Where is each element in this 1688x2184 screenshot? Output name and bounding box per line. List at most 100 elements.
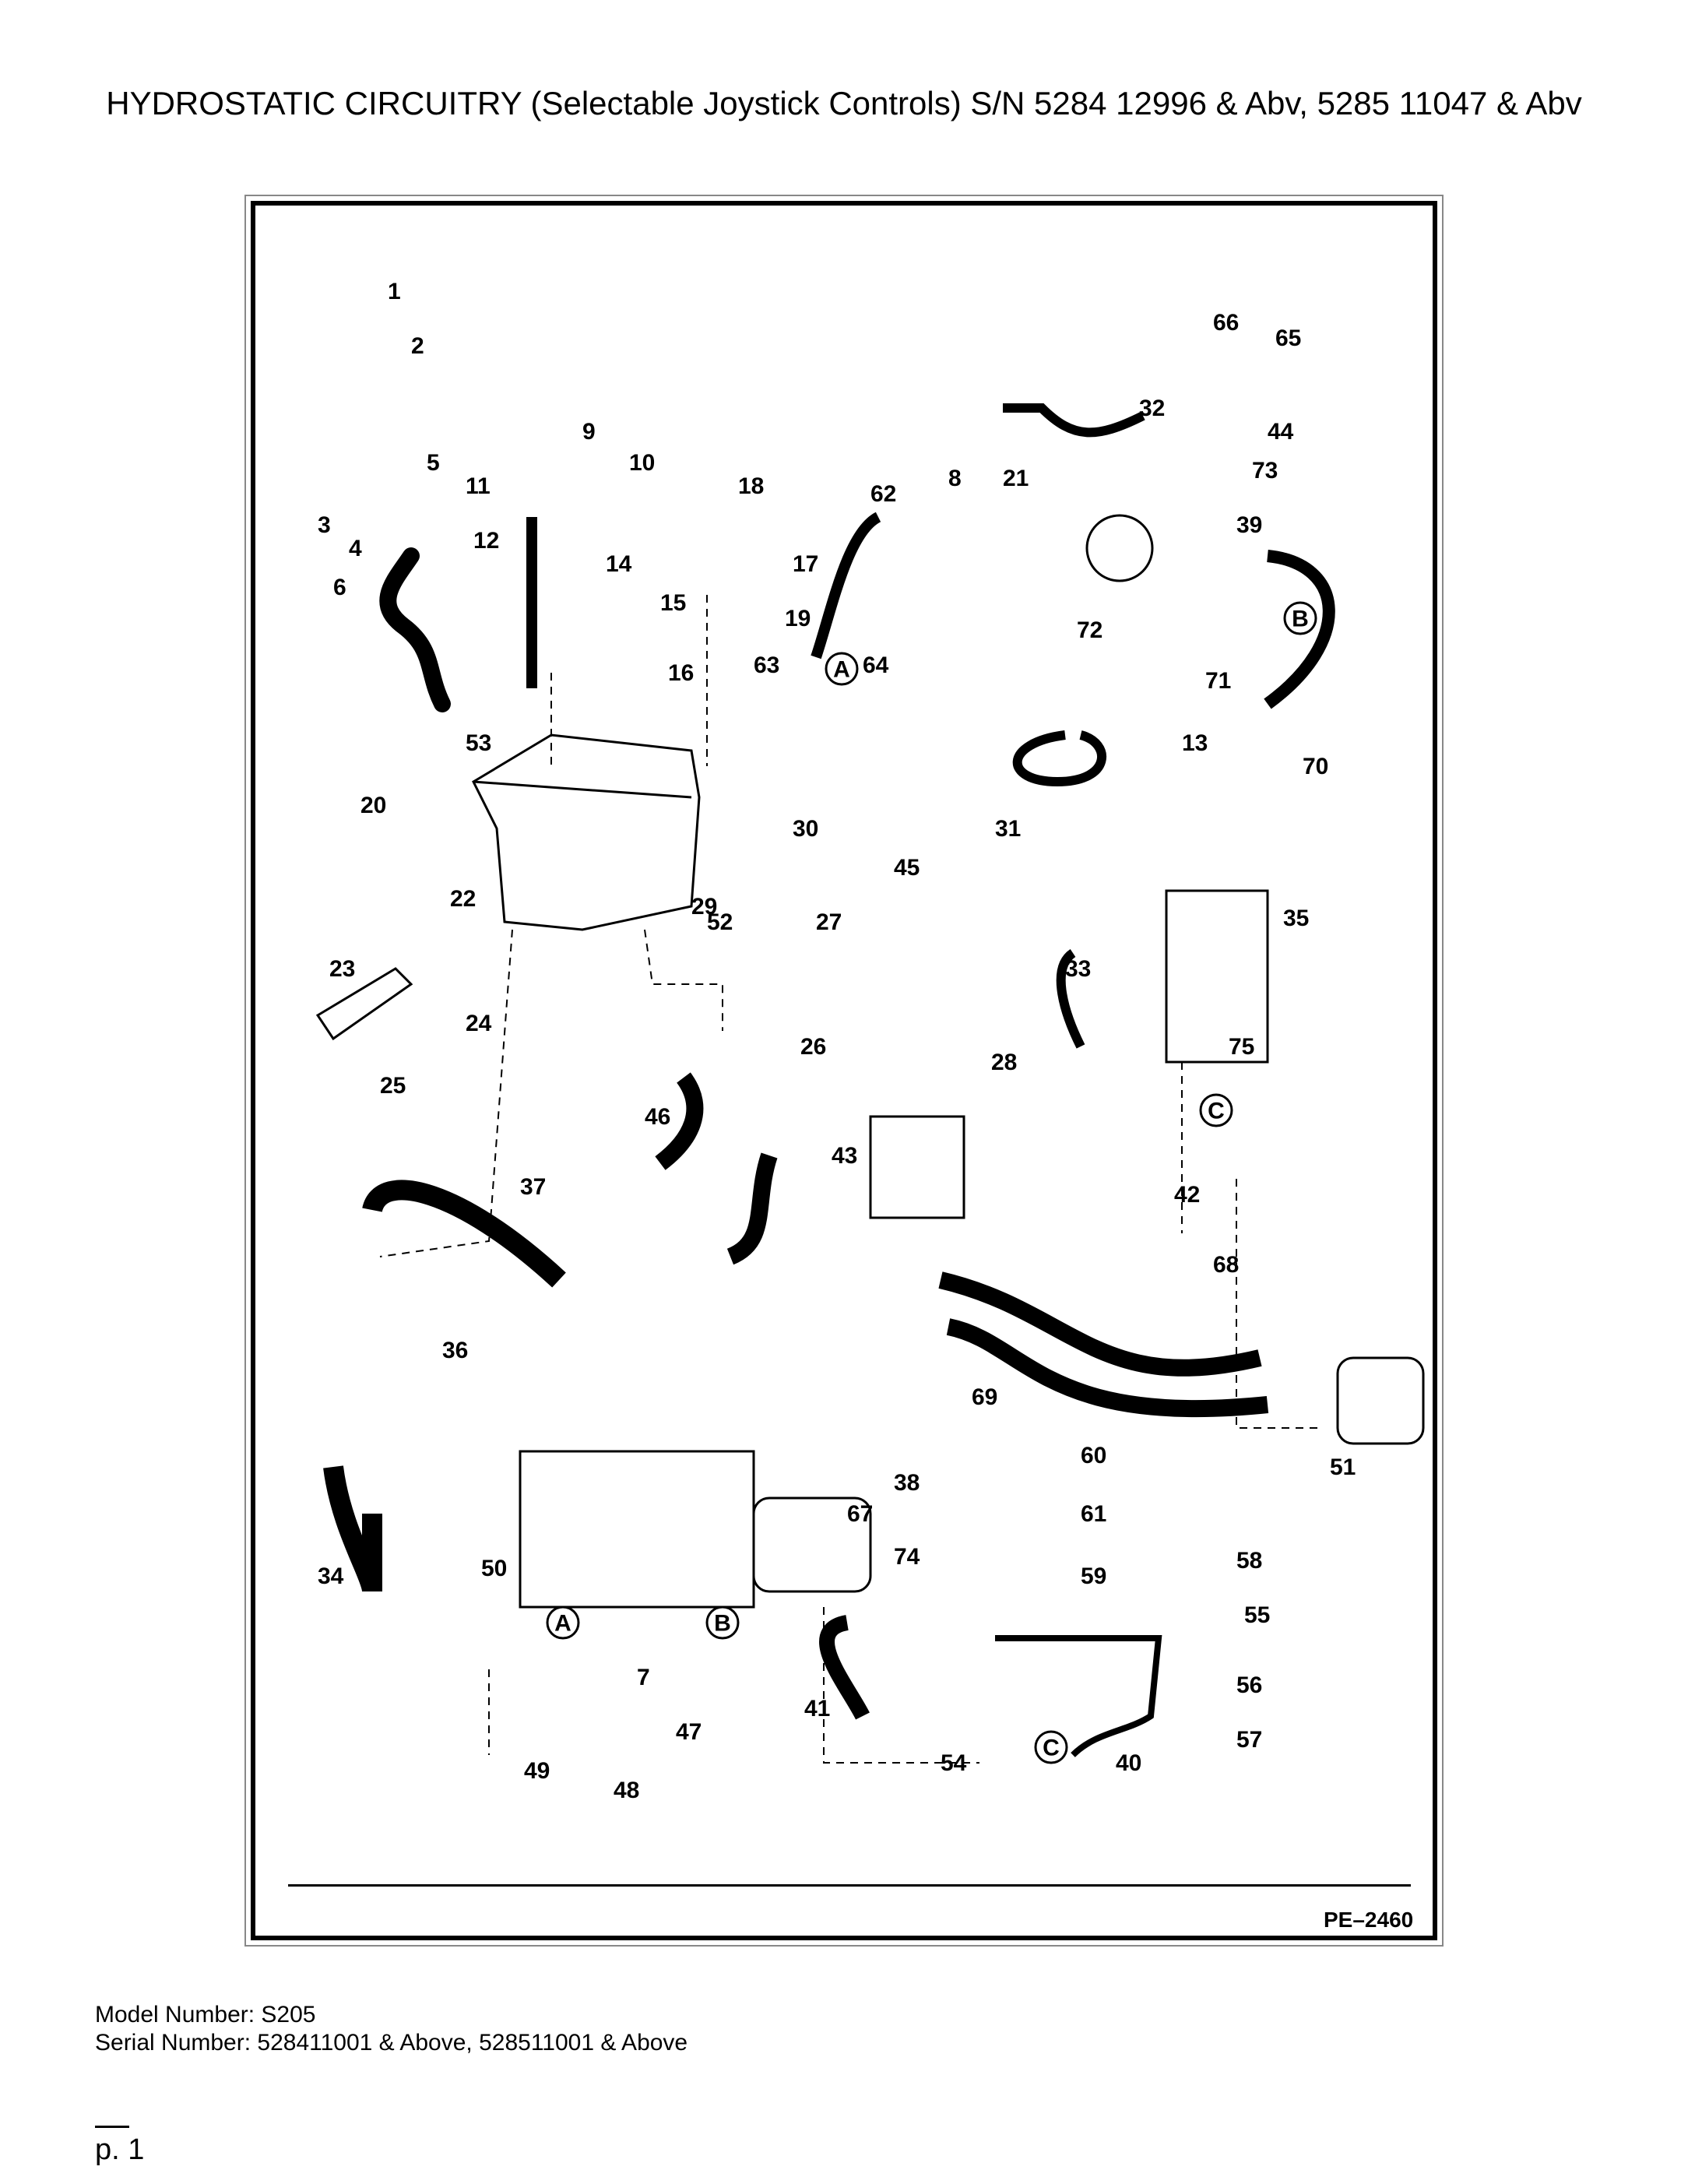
callout: 73 [1252,458,1278,484]
diagram-frame [251,201,1437,1940]
serial-number: Serial Number: 528411001 & Above, 528511… [95,2030,688,2056]
callout: 3 [318,512,331,538]
callout: 25 [380,1073,406,1099]
callout: 46 [645,1104,670,1130]
model-number: Model Number: S205 [95,2002,316,2027]
callout: 36 [442,1338,468,1363]
callout: 8 [948,466,962,491]
callout: 69 [972,1384,997,1410]
page-number: p. 1 [95,2133,145,2166]
callout: 13 [1182,730,1208,756]
hose-37 [362,1180,566,1288]
callout: 39 [1236,512,1262,538]
connector-labels: A B C A B C [554,607,1309,1761]
callout: 34 [318,1563,344,1589]
hose-69 [726,1152,778,1265]
callout: 22 [450,886,476,912]
connector-label-a: A [833,657,850,683]
callout: 11 [466,473,491,499]
callout: 48 [614,1778,639,1803]
reservoir-tank [472,733,701,931]
pump-74 [752,1496,872,1593]
callout: 40 [1116,1750,1141,1776]
motor-51-lower [1336,1356,1425,1445]
callout: 17 [793,551,818,577]
callout: 12 [473,528,499,554]
callout: 15 [660,590,686,616]
diagram-frame-outer [244,195,1444,1947]
callout: 41 [804,1696,830,1722]
hose-13 [1012,730,1106,787]
callout: 55 [1244,1602,1270,1628]
callout: 45 [894,855,920,881]
diagram-footer-rule [288,1884,1411,1887]
callout: 33 [1065,956,1091,982]
callout: 2 [411,333,424,359]
callout: 54 [941,1750,967,1776]
callout: 70 [1303,754,1328,779]
callout: 19 [785,606,811,631]
callout: 16 [668,660,694,686]
connector-b-top [1283,601,1317,635]
connector-c-top [1199,1093,1233,1127]
callout: 51 [1330,1454,1356,1480]
callout: 60 [1081,1443,1106,1468]
callout: 6 [333,575,346,600]
connector-label-c: C [1043,1736,1060,1761]
part-callouts: 1 2 3 4 5 6 7 8 9 10 11 12 13 14 15 16 1… [318,279,1356,1803]
callout: 1 [388,279,401,304]
callout: 64 [863,652,889,678]
callout: 20 [360,793,386,818]
callout: 42 [1174,1182,1200,1208]
callout: 9 [582,419,596,445]
callout: 75 [1229,1034,1254,1060]
hose-70 [1264,550,1335,709]
callout: 7 [637,1665,650,1690]
filter-72 [1085,514,1154,582]
callout: 53 [466,730,491,756]
connector-label-b: B [714,1611,731,1637]
callout: 23 [329,956,355,982]
hose-69-long [946,1318,1269,1418]
callout: 59 [1081,1563,1106,1589]
connector-label-c: C [1208,1099,1225,1124]
connector-label-a: A [554,1611,571,1637]
page-title: HYDROSTATIC CIRCUITRY (Selectable Joysti… [106,85,1582,121]
hydrostatic-circuit-diagram: A B C A B C 1 2 3 4 5 6 7 8 9 10 11 12 1… [315,279,1425,1803]
callout: 31 [995,816,1021,842]
callout: 28 [991,1050,1017,1075]
hose-46-long [938,1271,1262,1377]
callout: 10 [629,450,655,476]
callout: 50 [481,1556,507,1581]
callout: 74 [894,1544,920,1570]
diagram-code: PE–2460 [1324,1908,1414,1932]
callout: 43 [832,1143,857,1169]
callout: 24 [466,1011,492,1036]
tube-40 [995,1635,1162,1757]
motor-51-upper [869,1115,965,1219]
connector-b-bottom [705,1605,740,1640]
callout: 21 [1003,466,1029,491]
callout: 71 [1205,668,1231,694]
page-divider [95,2126,129,2128]
hose-41 [819,1615,870,1720]
bracket-25 [315,967,413,1041]
callout: 58 [1236,1548,1262,1574]
callout: 44 [1268,419,1294,445]
connector-c-bottom [1034,1730,1068,1764]
callout: 4 [349,536,362,561]
hose-6 [379,547,451,712]
hose-32 [1003,403,1145,438]
callout: 47 [676,1719,702,1745]
callout: 56 [1236,1672,1262,1698]
callout: 29 [691,894,717,920]
connector-markers [546,601,1317,1764]
callout: 32 [1139,396,1165,421]
callout: 26 [800,1034,826,1060]
connector-a-bottom [546,1605,580,1640]
callout: 66 [1213,310,1239,336]
callout: 57 [1236,1727,1262,1753]
callout: 67 [847,1501,873,1527]
callout: 68 [1213,1252,1239,1278]
callout: 65 [1275,325,1301,351]
